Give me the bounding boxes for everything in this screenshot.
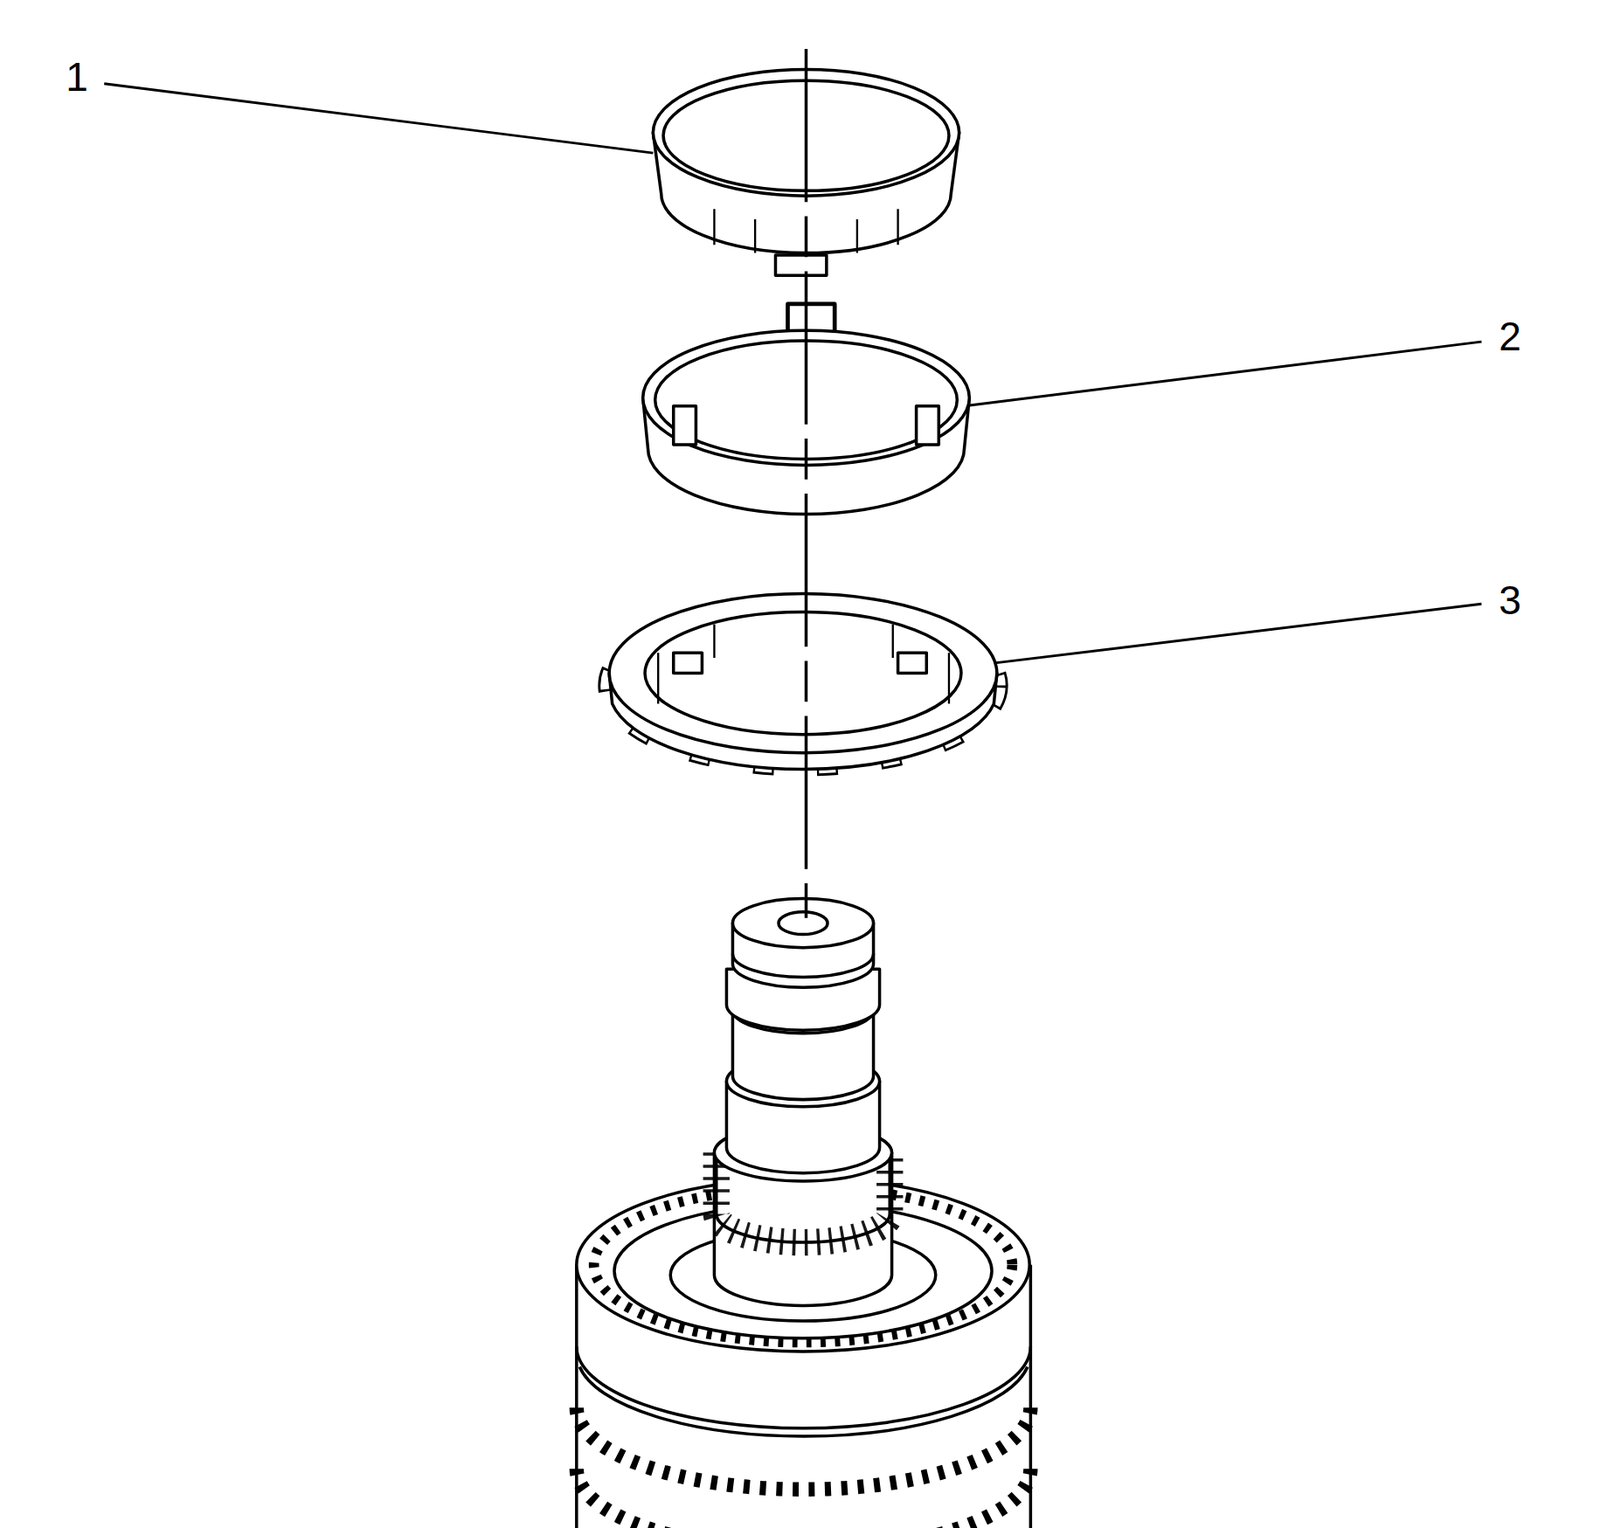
callout-number: 1 bbox=[65, 56, 89, 97]
leader-line bbox=[995, 603, 1483, 664]
leader-line bbox=[103, 83, 653, 153]
leader-line bbox=[963, 341, 1482, 407]
center-line bbox=[804, 48, 809, 919]
toothed-ring bbox=[609, 594, 998, 770]
callout-number: 2 bbox=[1498, 316, 1522, 357]
shaft bbox=[713, 899, 892, 1307]
callout-number: 3 bbox=[1498, 580, 1522, 621]
